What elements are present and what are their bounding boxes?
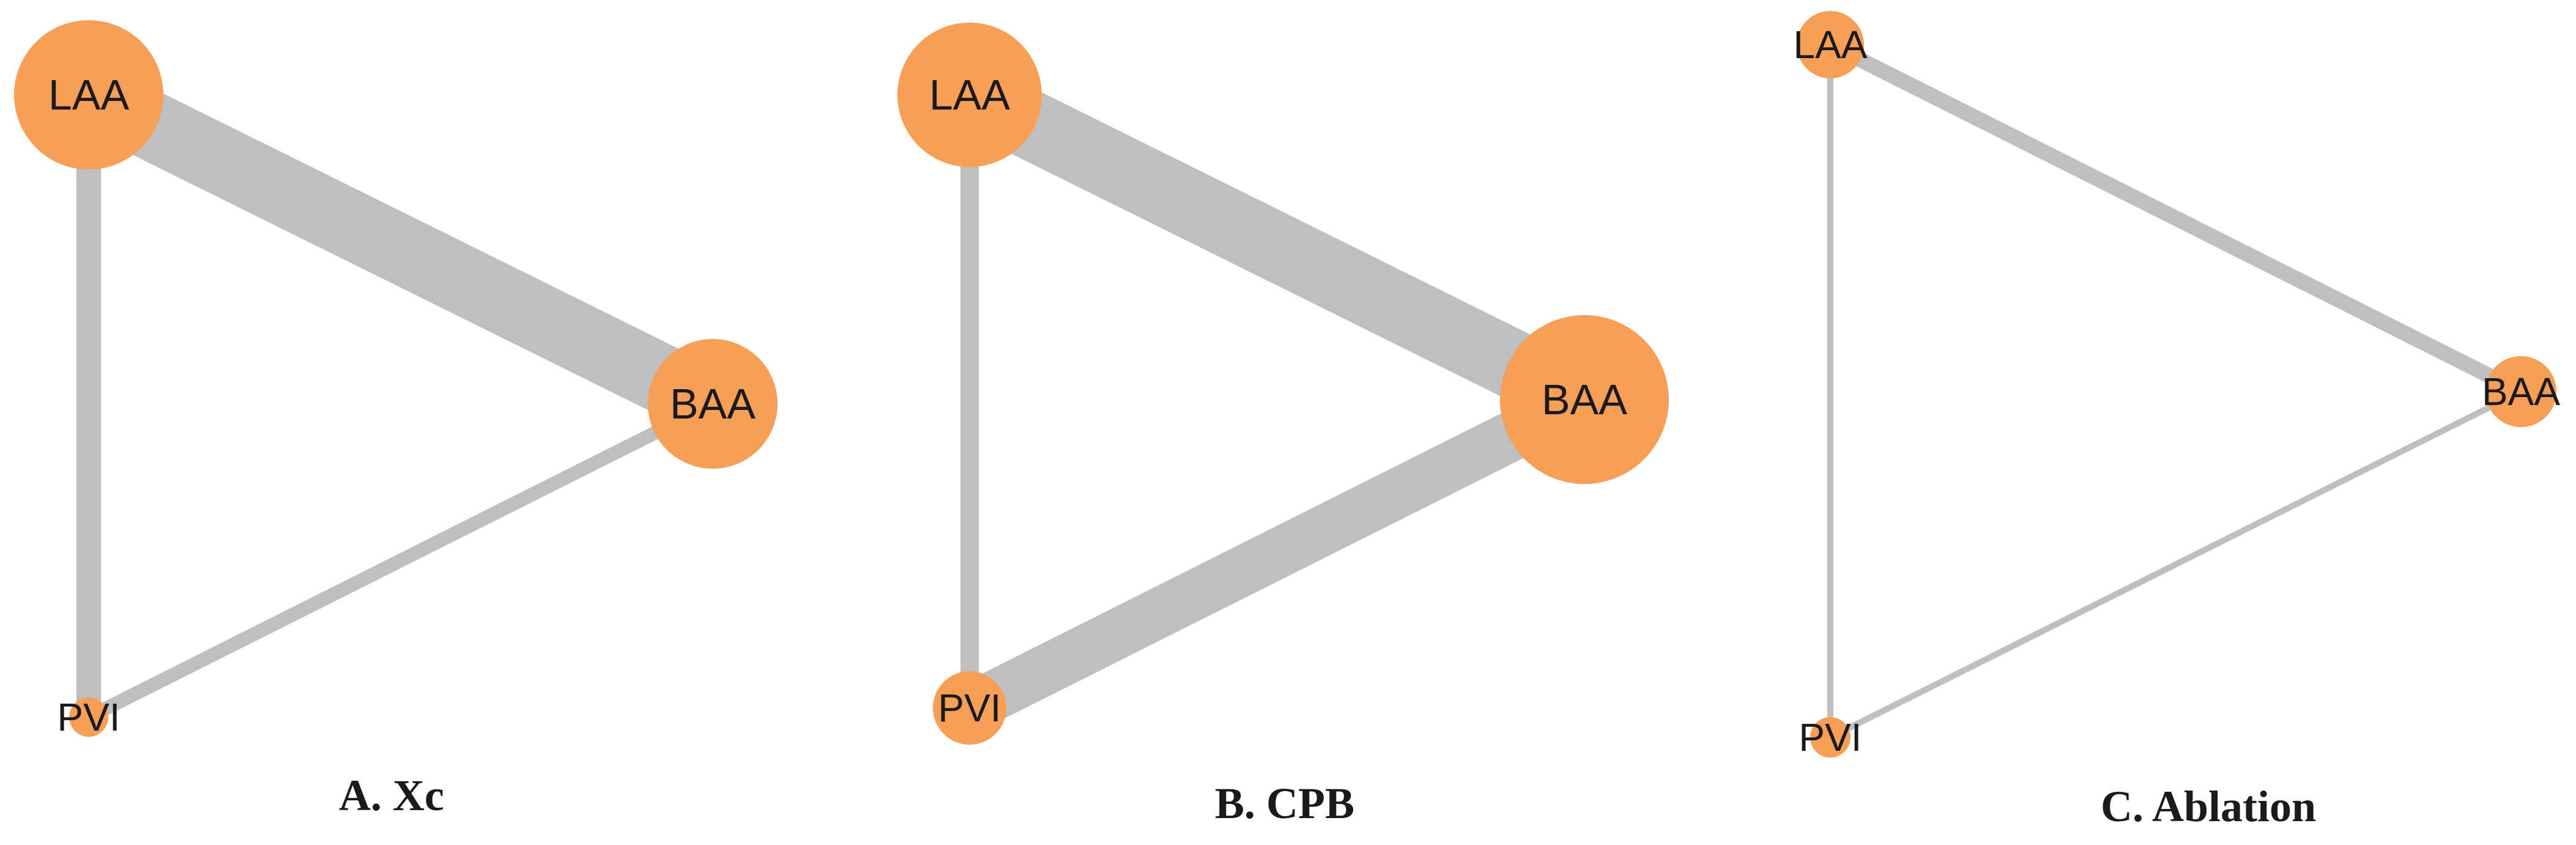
node-pvi: PVI — [1798, 715, 1861, 759]
node-pvi: PVI — [933, 671, 1006, 745]
node-label: BAA — [670, 380, 755, 428]
node-label: LAA — [48, 71, 130, 119]
node-label: LAA — [1794, 23, 1868, 67]
node-label: PVI — [1798, 715, 1861, 759]
edge-laa-baa — [1827, 37, 2525, 399]
node-circle — [933, 671, 1006, 745]
node-label: BAA — [1542, 376, 1627, 423]
node-laa: LAA — [1794, 11, 1868, 78]
node-circle — [1797, 11, 1864, 78]
edge-laa-baa — [954, 64, 1600, 431]
node-circle — [69, 698, 108, 737]
panel-caption: B. CPB — [1215, 779, 1354, 828]
node-circle — [648, 339, 778, 469]
node-label: BAA — [2482, 370, 2560, 414]
node-label: PVI — [57, 695, 120, 739]
node-circle — [2485, 356, 2556, 427]
node-pvi: PVI — [57, 695, 120, 739]
panel-a: LAA BAA PVI A. Xc — [14, 20, 778, 820]
node-baa: BAA — [2482, 356, 2560, 427]
node-baa: BAA — [648, 339, 778, 469]
panel-c: LAA BAA PVI C. Ablation — [1794, 11, 2560, 831]
node-circle — [897, 23, 1042, 167]
edge-laa-baa — [73, 64, 728, 435]
node-circle — [1500, 315, 1669, 484]
panel-caption: A. Xc — [339, 771, 444, 820]
edge-baa-pvi — [1828, 389, 2523, 740]
node-circle — [1810, 717, 1850, 758]
node-laa: LAA — [14, 20, 163, 169]
panel-b: LAA BAA PVI B. CPB — [897, 23, 1669, 828]
edge-baa-pvi — [85, 397, 716, 724]
node-label: PVI — [938, 686, 1001, 730]
panel-caption: C. Ablation — [2101, 782, 2316, 831]
node-circle — [14, 20, 163, 169]
node-label: LAA — [929, 71, 1011, 119]
edge-baa-pvi — [958, 377, 1596, 731]
node-baa: BAA — [1500, 315, 1669, 484]
node-laa: LAA — [897, 23, 1042, 167]
